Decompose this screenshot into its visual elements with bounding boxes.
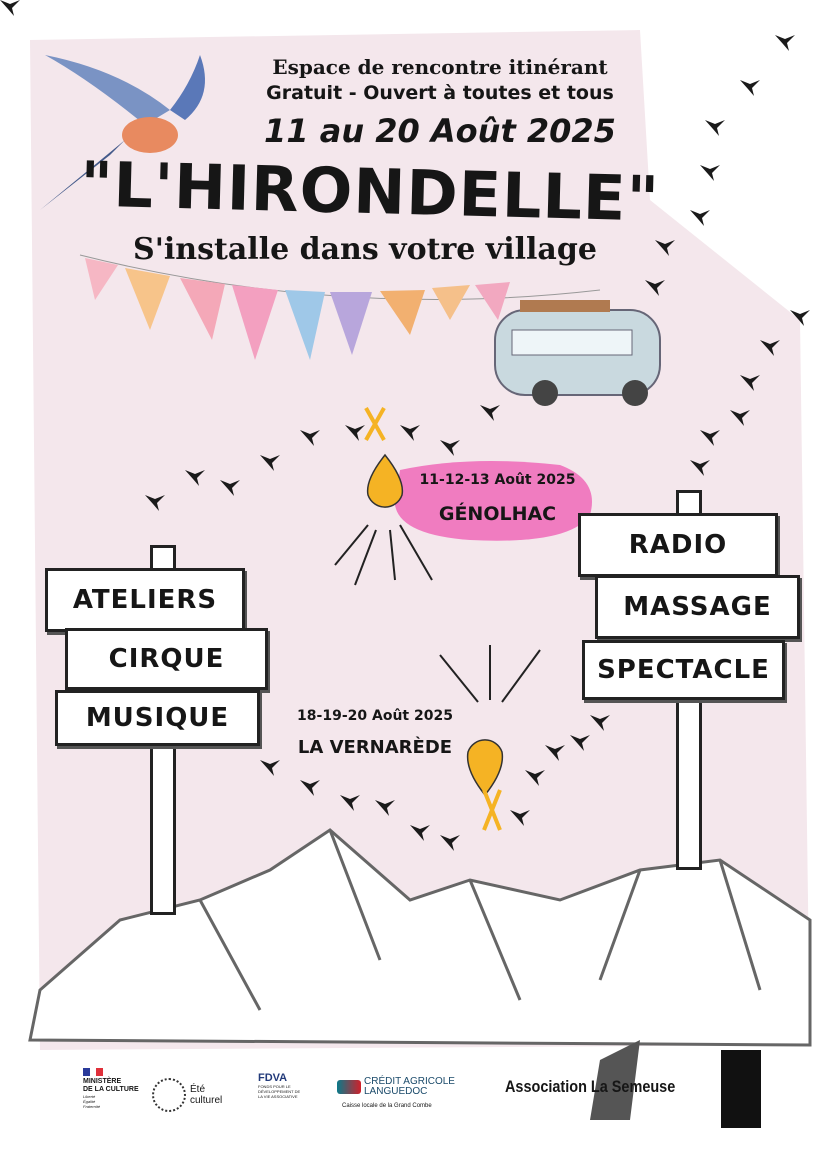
sower-figure xyxy=(590,1040,640,1120)
arrows xyxy=(334,524,541,703)
vernarede-place: LA VERNARÈDE xyxy=(297,737,453,758)
sign-massage: MASSAGE xyxy=(595,575,800,639)
event-dates: 11 au 20 Août 2025 xyxy=(264,112,616,150)
sign-cirque: CIRQUE xyxy=(65,628,268,690)
genolhac-dates: 11-12-13 Août 2025 xyxy=(419,472,576,488)
x-marks xyxy=(364,407,502,831)
swallow-illustration xyxy=(40,55,205,210)
mountains xyxy=(28,828,812,1047)
van-illustration xyxy=(494,300,661,406)
partner-logo-black xyxy=(721,1050,761,1128)
bunting-flags xyxy=(79,254,601,360)
sign-musique: MUSIQUE xyxy=(55,690,260,746)
genolhac-place: GÉNOLHAC xyxy=(438,503,557,525)
paper-background xyxy=(30,30,810,1050)
location-pin-icon xyxy=(366,453,504,797)
sign-radio: RADIO xyxy=(578,513,778,577)
swallow-flock xyxy=(0,0,810,851)
vernarede-dates: 18-19-20 Août 2025 xyxy=(297,708,453,724)
association-la-semeuse: Association La Semeuse xyxy=(505,1077,676,1096)
tagline: Espace de rencontre itinérant xyxy=(272,55,608,79)
event-subtitle: S'installe dans votre village xyxy=(133,232,597,267)
genolhac-highlight xyxy=(395,461,592,541)
ca-icon xyxy=(337,1080,361,1094)
sign-ateliers: ATELIERS xyxy=(45,568,245,632)
fdva-logo: FDVA FONDS POUR LE DÉVELOPPEMENT DE LA V… xyxy=(258,1072,301,1099)
starburst-icon xyxy=(152,1078,186,1112)
free-open-note: Gratuit - Ouvert à toutes et tous xyxy=(266,82,614,104)
ministere-culture-logo: MINISTÈRE DE LA CULTURE Liberté Égalité … xyxy=(83,1068,139,1109)
sign-spectacle: SPECTACLE xyxy=(582,640,785,700)
